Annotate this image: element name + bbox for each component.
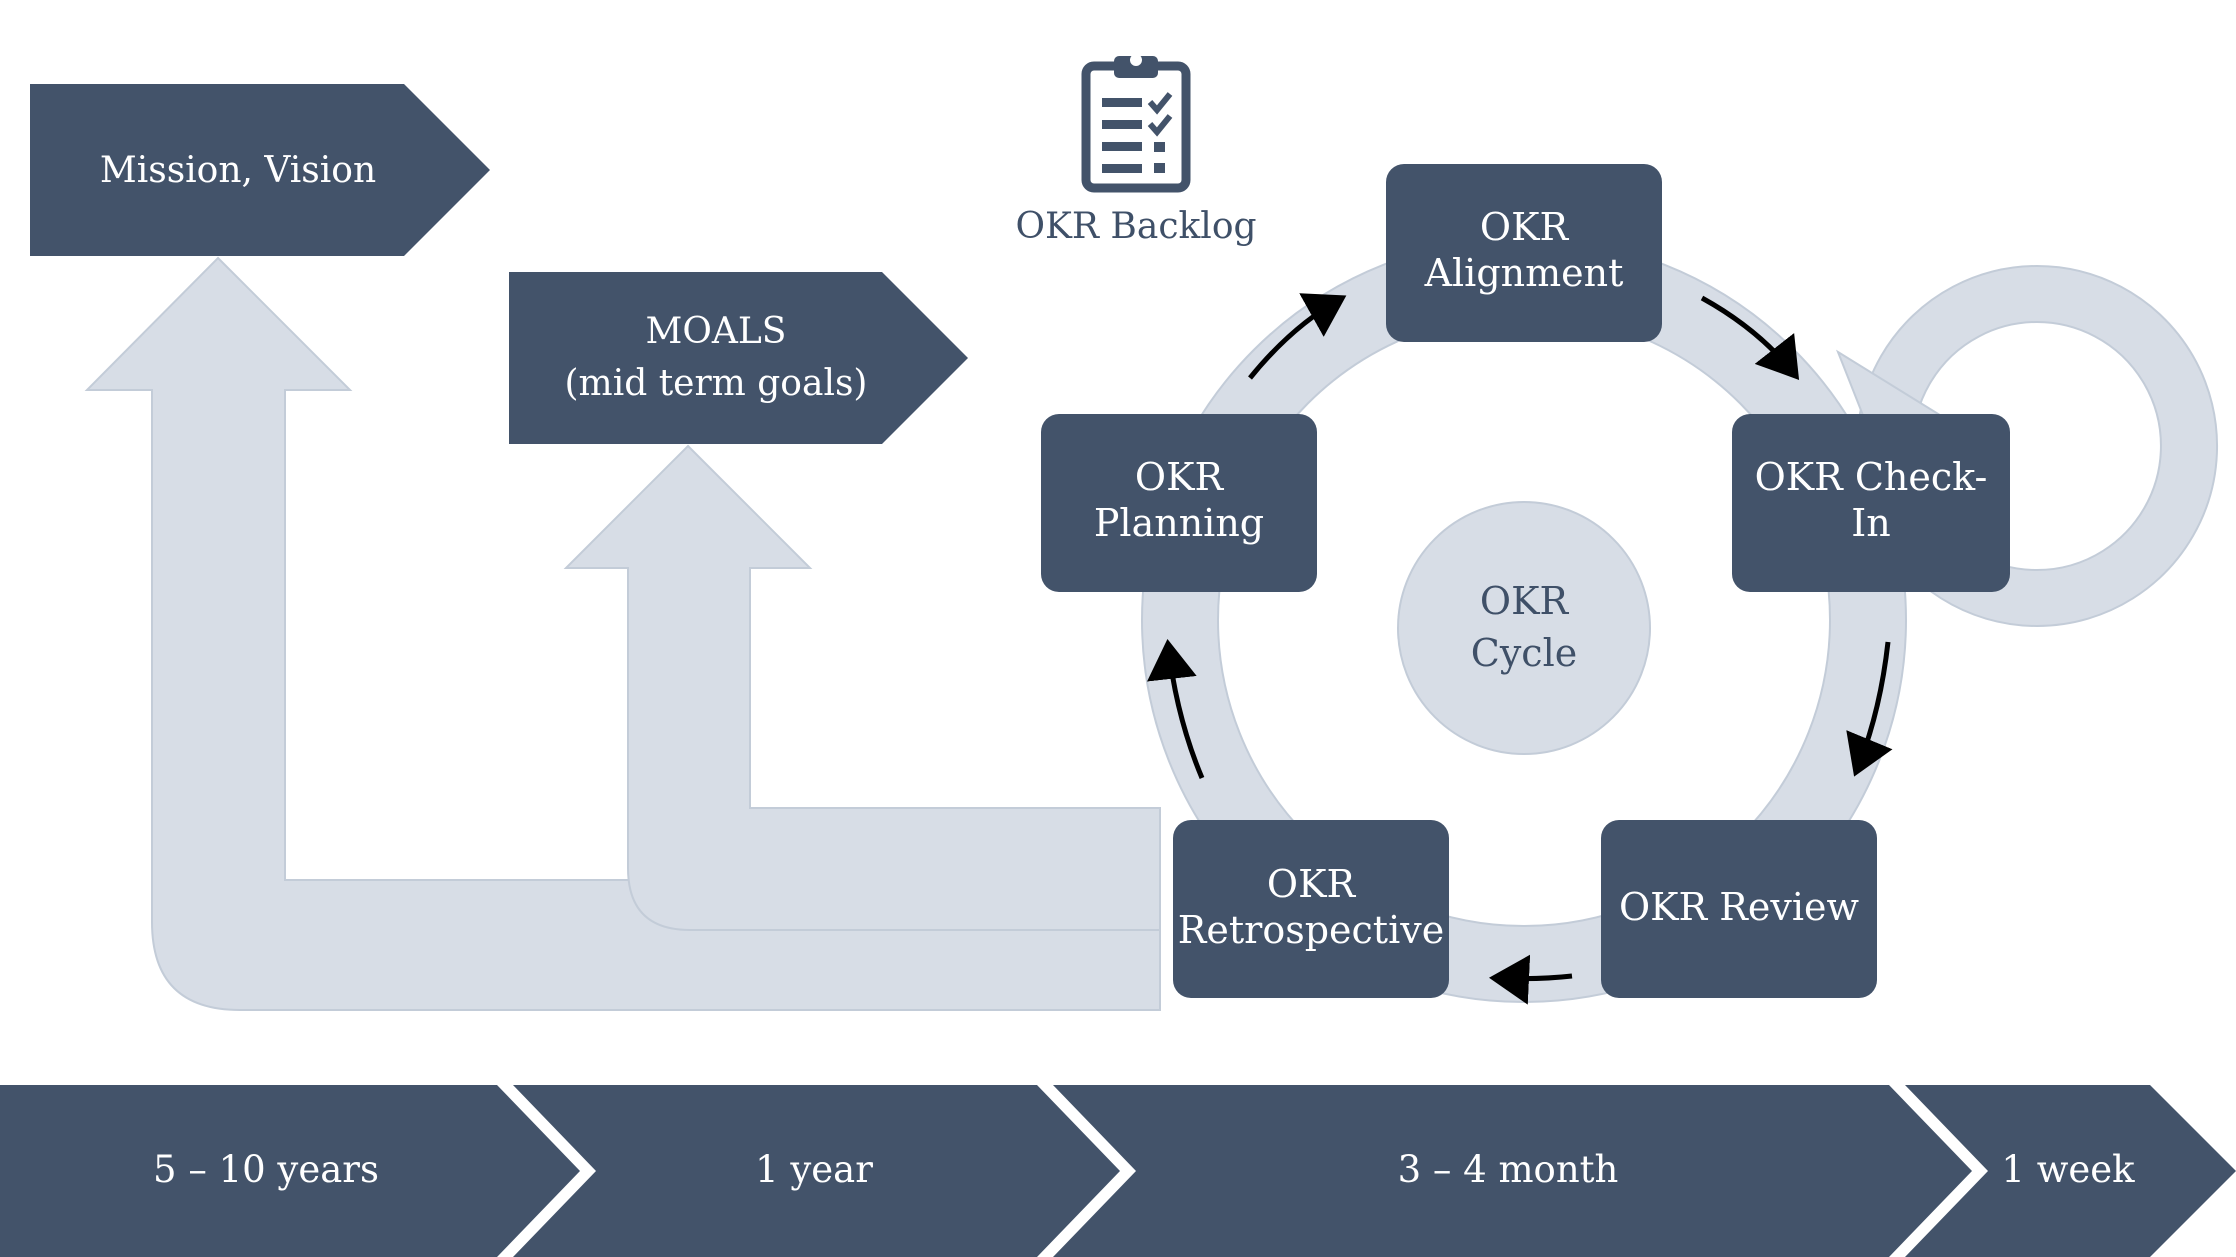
clipboard-checklist-icon — [1081, 54, 1191, 193]
mission-vision-box — [30, 84, 490, 256]
timeline-label-4: 1 week — [2001, 1148, 2135, 1191]
node-okr-review — [1601, 820, 1877, 998]
arrow-review-to-retrospective — [1489, 954, 1573, 1005]
arrow-alignment-to-checkin — [1700, 295, 1800, 380]
node-okr-checkin-line2: In — [1851, 501, 1890, 545]
node-okr-retrospective — [1173, 820, 1449, 998]
node-okr-planning-line1: OKR — [1135, 455, 1225, 499]
node-okr-alignment-line1: OKR — [1480, 205, 1570, 249]
timeline-segment-1 — [0, 1085, 580, 1257]
moals-line1: MOALS — [646, 311, 787, 352]
timeline-segment-2 — [513, 1085, 1120, 1257]
node-okr-checkin — [1732, 414, 2010, 592]
node-okr-retrospective-line1: OKR — [1267, 862, 1357, 906]
cycle-center-line1: OKR — [1480, 579, 1570, 623]
arrow-planning-to-alignment — [1248, 293, 1347, 380]
node-okr-planning-line2: Planning — [1094, 501, 1264, 545]
node-okr-checkin-line1: OKR Check- — [1755, 455, 1988, 499]
timeline-segment-4 — [1905, 1085, 2236, 1257]
okr-backlog-label: OKR Backlog — [1015, 206, 1256, 247]
cycle-center-line2: Cycle — [1471, 631, 1577, 675]
arrow-checkin-to-review — [1846, 641, 1893, 777]
moals-line2: (mid term goals) — [565, 363, 868, 404]
moals-box — [509, 272, 968, 444]
timeline-segment-3 — [1053, 1085, 1972, 1257]
mission-vision-label: Mission, Vision — [100, 150, 376, 191]
arrow-retrospective-to-planning — [1147, 639, 1205, 779]
node-okr-retrospective-line2: Retrospective — [1178, 908, 1444, 952]
cycle-center-circle — [1397, 501, 1651, 755]
node-okr-review-line1: OKR Review — [1619, 885, 1859, 929]
node-okr-alignment — [1386, 164, 1662, 342]
feedback-arrow-moals — [563, 444, 1161, 931]
node-okr-alignment-line2: Alignment — [1424, 251, 1624, 295]
timeline-label-3: 3 – 4 month — [1398, 1148, 1619, 1191]
timeline-label-1: 5 – 10 years — [153, 1148, 379, 1191]
timeline-label-2: 1 year — [755, 1148, 873, 1191]
node-okr-planning — [1041, 414, 1317, 592]
